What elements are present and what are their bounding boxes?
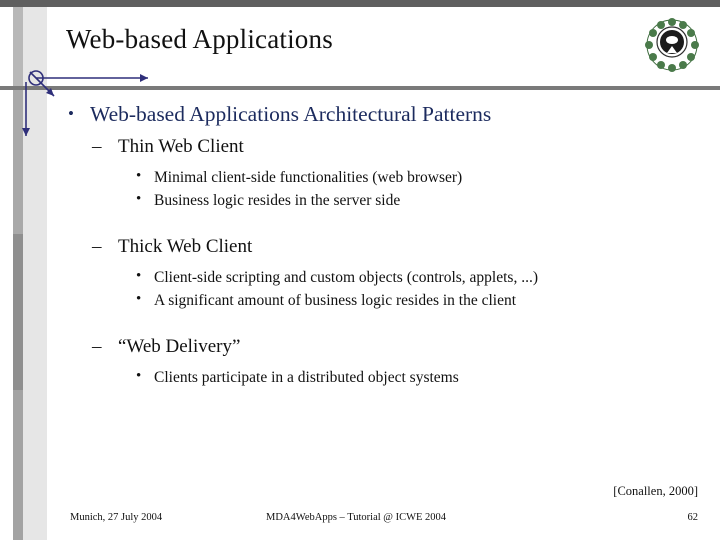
outline-bullet-1-1: • Minimal client-side functionalities (w…: [136, 166, 720, 189]
footer-location-date: Munich, 27 July 2004: [70, 512, 163, 523]
sidebar-segment-middle: [13, 234, 23, 390]
dash-icon: –: [92, 336, 102, 357]
outline-bullet-1-2: • Business logic resides in the server s…: [136, 189, 720, 212]
university-crest-emblem-icon: [645, 18, 699, 72]
bullet-icon: •: [136, 368, 142, 384]
outline-section-heading-2-label: Thick Web Client: [118, 236, 253, 257]
outline-section-heading-3-label: “Web Delivery”: [118, 336, 241, 357]
outline-bullet-2-2: • A significant amount of business logic…: [136, 289, 720, 312]
bullet-icon: •: [136, 168, 142, 184]
spacer: [0, 212, 720, 234]
outline-section-heading-3: – “Web Delivery”: [92, 334, 720, 360]
outline-level1: • Web-based Applications Architectural P…: [64, 100, 720, 128]
bullet-icon: •: [136, 291, 142, 307]
dash-icon: –: [92, 236, 102, 257]
outline-section-heading-2: – Thick Web Client: [92, 234, 720, 260]
outline-bullet-1-1-label: Minimal client-side functionalities (web…: [154, 169, 463, 186]
bullet-icon: •: [136, 191, 142, 207]
outline-level1-label: Web-based Applications Architectural Pat…: [90, 102, 492, 126]
slide-body: • Web-based Applications Architectural P…: [0, 100, 720, 389]
outline-bullet-3-1: • Clients participate in a distributed o…: [136, 366, 720, 389]
outline-bullet-2-1-label: Client-side scripting and custom objects…: [154, 269, 538, 286]
citation-reference: [Conallen, 2000]: [613, 484, 698, 498]
bullet-icon: •: [68, 104, 74, 123]
dash-icon: –: [92, 136, 102, 157]
header-top-rule: [0, 0, 720, 7]
page-title: Web-based Applications: [66, 24, 333, 54]
outline-bullet-1-2-label: Business logic resides in the server sid…: [154, 192, 401, 209]
bullet-icon: •: [136, 268, 142, 284]
outline-bullet-3-1-label: Clients participate in a distributed obj…: [154, 369, 459, 386]
slide-footer: Munich, 27 July 2004 MDA4WebApps – Tutor…: [0, 512, 720, 532]
outline-section-heading-1: – Thin Web Client: [92, 134, 720, 160]
outline-section-heading-1-label: Thin Web Client: [118, 136, 244, 157]
footer-slide-number: 62: [687, 512, 699, 523]
header-under-rule: [0, 86, 720, 90]
outline-bullet-2-2-label: A significant amount of business logic r…: [154, 292, 517, 309]
footer-tutorial-title: MDA4WebApps – Tutorial @ ICWE 2004: [266, 512, 447, 523]
outline-bullet-2-1: • Client-side scripting and custom objec…: [136, 266, 720, 289]
spacer: [0, 312, 720, 334]
sidebar-segment-top: [13, 88, 23, 234]
sidebar-segment-bottom: [13, 390, 23, 540]
